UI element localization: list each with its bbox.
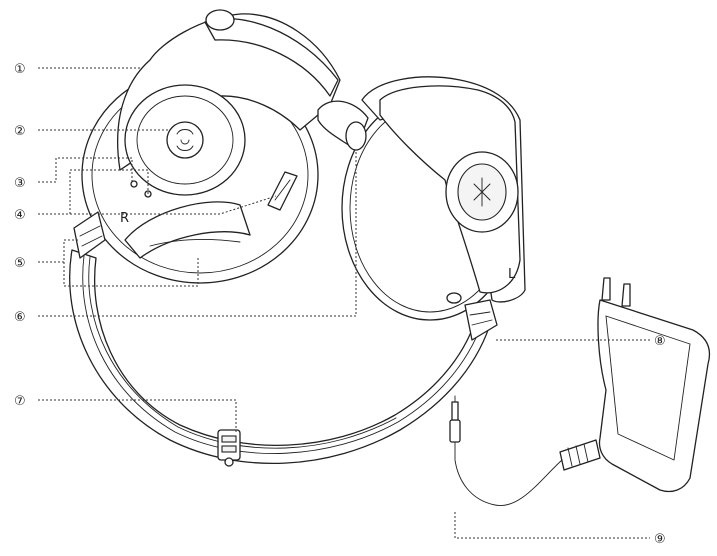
left-earcup: L — [341, 76, 526, 341]
callout-4: ④ — [14, 208, 26, 223]
callout-1: ① — [14, 62, 26, 77]
leader-7 — [38, 399, 237, 432]
callout-7: ⑦ — [14, 394, 26, 409]
leader-3 — [38, 157, 133, 183]
callout-labels: ① ② ③ ④ ⑤ ⑥ ⑦ ⑧ ⑨ — [14, 62, 666, 547]
callout-6: ⑥ — [14, 310, 26, 325]
right-earcup-letter: R — [120, 211, 129, 226]
callout-5: ⑤ — [14, 256, 26, 271]
leader-4 — [38, 169, 277, 215]
charger — [449, 277, 711, 506]
callout-2: ② — [14, 124, 26, 139]
callout-8: ⑧ — [654, 334, 666, 349]
headband-clip — [217, 429, 241, 467]
leader-6 — [38, 150, 357, 317]
leader-lines — [38, 67, 650, 539]
left-earcup-letter: L — [508, 267, 516, 282]
right-earcup: R — [73, 9, 369, 284]
leader-5 — [38, 239, 80, 263]
callout-3: ③ — [14, 176, 26, 191]
leader-5b — [63, 256, 199, 287]
callout-9: ⑨ — [654, 532, 666, 547]
leader-9 — [454, 512, 650, 539]
